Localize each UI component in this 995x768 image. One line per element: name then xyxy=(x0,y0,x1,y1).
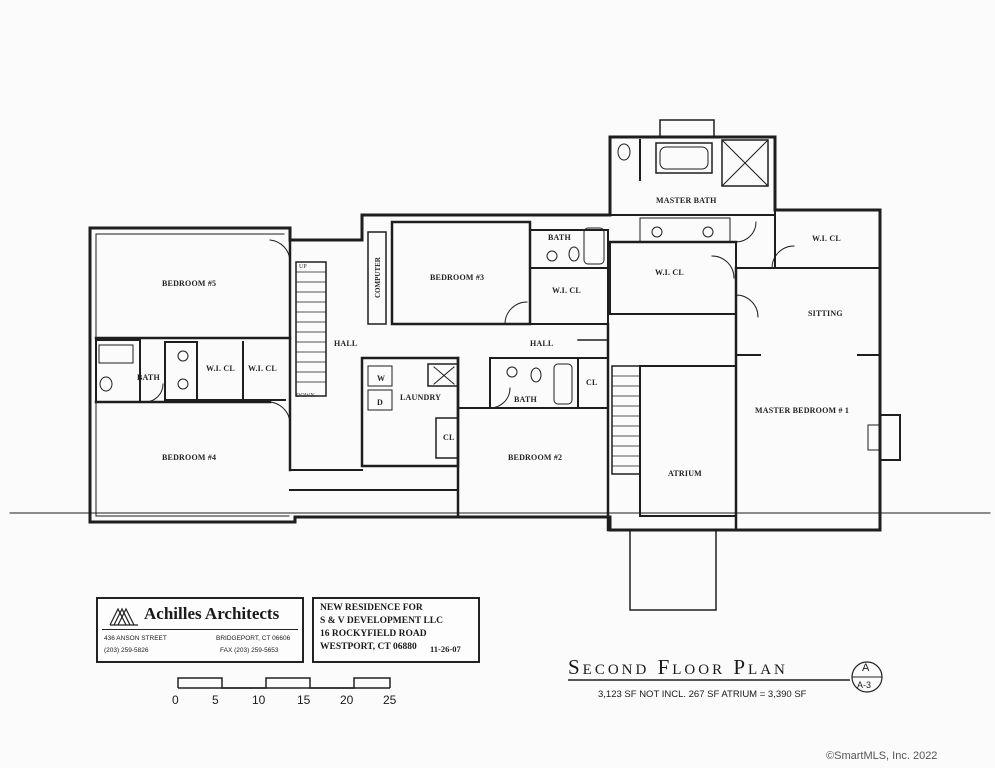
label-bath-b3: BATH xyxy=(548,233,571,242)
project-title-block: NEW RESIDENCE FOR S & V DEVELOPMENT LLC … xyxy=(312,597,480,663)
label-wic-center: W.I. CL xyxy=(655,268,684,277)
label-closet-laundry: CL xyxy=(443,433,455,442)
scale-mark-20: 20 xyxy=(340,693,354,707)
architect-title-block: Achilles Architects 436 ANSON STREET BRI… xyxy=(96,597,304,663)
fireplace-bay xyxy=(879,414,901,461)
atrium-staircase xyxy=(611,365,641,475)
label-wic-b5a: W.I. CL xyxy=(206,364,235,373)
sheet-letter: A xyxy=(862,662,870,674)
left-staircase xyxy=(295,261,327,397)
label-atrium: ATRIUM xyxy=(668,469,702,478)
project-line-2: S & V DEVELOPMENT LLC xyxy=(320,616,443,626)
label-wic-b5b: W.I. CL xyxy=(248,364,277,373)
label-master-bedroom: MASTER BEDROOM # 1 xyxy=(755,406,849,415)
firm-city: BRIDGEPORT, CT 06606 xyxy=(216,635,291,642)
sheet-number: A-3 xyxy=(857,680,872,690)
label-stair-up: UP xyxy=(299,264,307,270)
firm-phone: (203) 259-5826 xyxy=(104,647,149,654)
plan-title: Second Floor Plan xyxy=(568,655,788,679)
scale-mark-10: 10 xyxy=(252,693,266,707)
scale-mark-5: 5 xyxy=(212,693,219,707)
project-line-4: WESTPORT, CT 06880 xyxy=(320,642,417,652)
label-wic-b3: W.I. CL xyxy=(552,286,581,295)
project-line-3: 16 ROCKYFIELD ROAD xyxy=(320,629,427,639)
label-dryer: D xyxy=(377,398,383,407)
scale-mark-25: 25 xyxy=(383,693,397,707)
label-bedroom-4: BEDROOM #4 xyxy=(162,453,216,462)
label-master-bath: MASTER BATH xyxy=(656,196,717,205)
label-bath-left: BATH xyxy=(137,373,160,382)
label-stair-down: DOWN xyxy=(296,393,315,399)
label-sitting: SITTING xyxy=(808,309,843,318)
chimney xyxy=(659,119,715,138)
label-wic-master: W.I. CL xyxy=(812,234,841,243)
label-laundry: LAUNDRY xyxy=(400,393,441,402)
firm-name: Achilles Architects xyxy=(144,604,280,623)
label-bath-b2: BATH xyxy=(514,395,537,404)
label-computer: COMPUTER xyxy=(374,256,382,298)
exterior-walls-inner xyxy=(95,233,290,517)
scale-mark-0: 0 xyxy=(172,693,179,707)
label-closet-bath2: CL xyxy=(586,378,598,387)
project-line-1: NEW RESIDENCE FOR xyxy=(320,603,423,613)
project-date: 11-26-07 xyxy=(430,644,461,654)
area-note: 3,123 SF NOT INCL. 267 SF ATRIUM = 3,390… xyxy=(598,689,807,700)
architect-logo-icon xyxy=(109,607,138,626)
label-washer: W xyxy=(377,374,385,383)
label-bedroom-3: BEDROOM #3 xyxy=(430,273,484,282)
firm-fax: FAX (203) 259-5653 xyxy=(220,647,279,654)
front-porch xyxy=(629,529,717,611)
copyright-notice: ©SmartMLS, Inc. 2022 xyxy=(826,750,938,762)
label-hall-left: HALL xyxy=(334,339,357,348)
scale-bar xyxy=(177,677,391,689)
label-hall-center: HALL xyxy=(530,339,553,348)
firm-street: 436 ANSON STREET xyxy=(104,635,167,642)
sheet-marker-icon xyxy=(851,661,883,693)
scale-mark-15: 15 xyxy=(297,693,311,707)
label-bedroom-2: BEDROOM #2 xyxy=(508,453,562,462)
exterior-walls xyxy=(88,135,882,532)
label-bedroom-5: BEDROOM #5 xyxy=(162,279,216,288)
